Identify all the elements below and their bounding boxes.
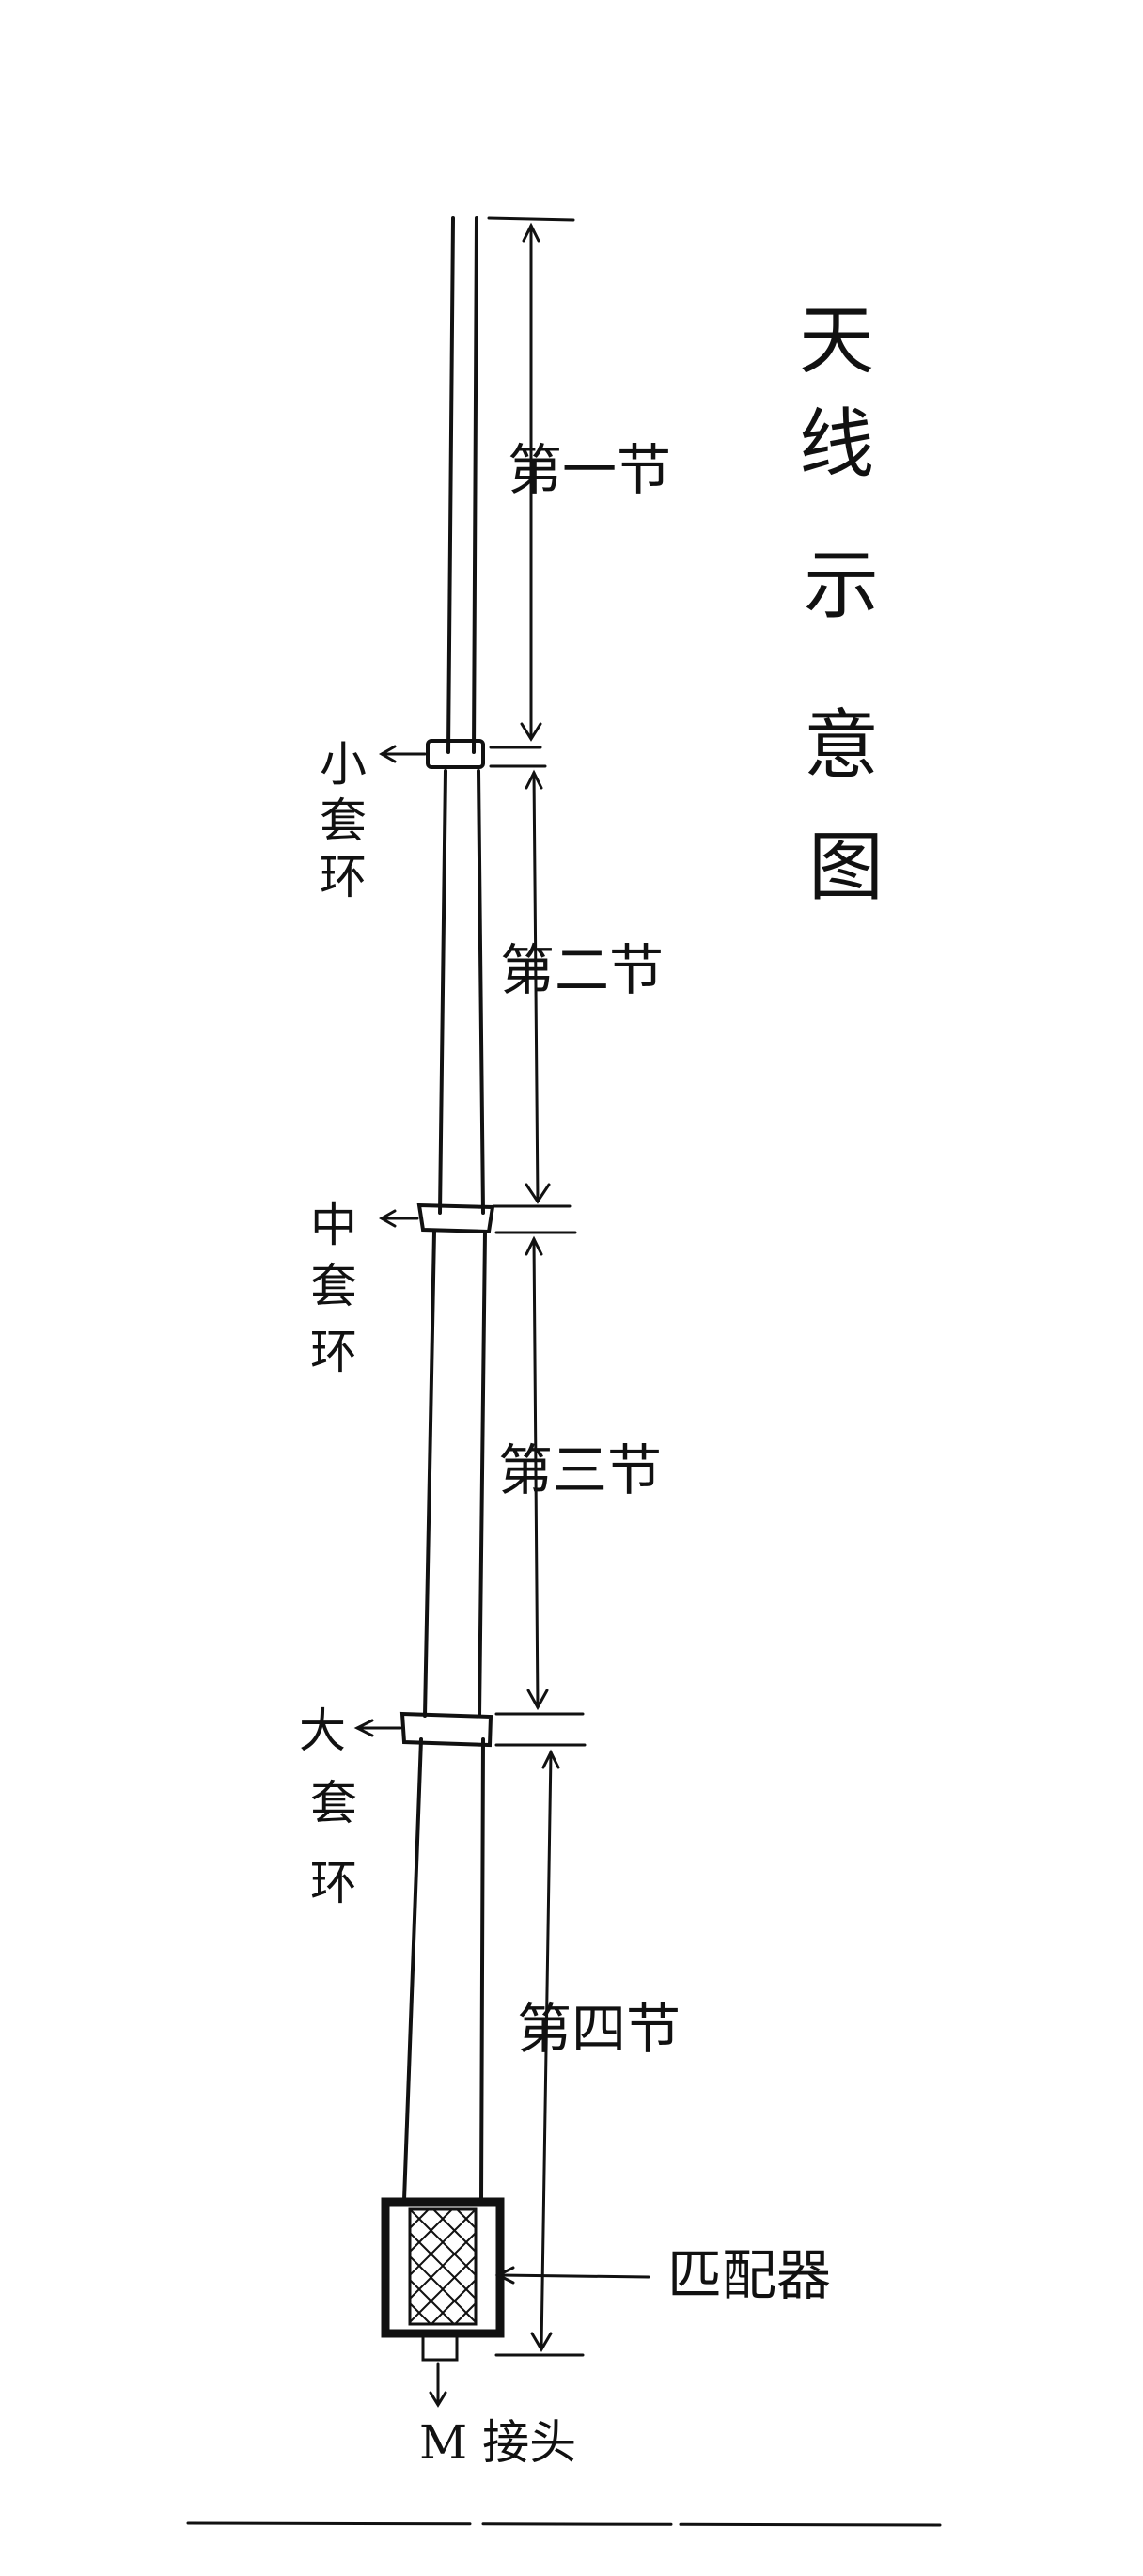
large-ring-label-1: 大: [299, 1704, 346, 1758]
section-1-right-edge: [472, 216, 478, 754]
dim-1-arrow-down: [520, 722, 542, 742]
small-ring-arrowhead: [378, 745, 397, 763]
section-1-left-edge: [446, 216, 455, 754]
dim-1-top-tick: [487, 216, 575, 222]
dim-4-arrow-down: [530, 2332, 553, 2352]
mast: [402, 216, 487, 2202]
section-3-label: 第三节: [498, 1438, 662, 1502]
section-1-label: 第一节: [508, 438, 671, 502]
dim-3-line: [532, 1237, 540, 1709]
section-4-left-edge: [402, 1737, 423, 2202]
title-char-1: 天: [799, 297, 874, 385]
section-3-right-edge: [478, 1230, 487, 1718]
title-char-3: 示: [804, 542, 879, 629]
middle-ring-label-2: 套: [310, 1259, 357, 1313]
large-ring-label: 大 套 环: [299, 1704, 357, 1910]
large-ring-arrowhead: [353, 1719, 374, 1737]
section-2-label: 第二节: [500, 938, 664, 1002]
large-ring-label-2: 套: [310, 1776, 357, 1830]
matcher-label: 匹配器: [667, 2243, 831, 2307]
dim-1-arrow-up: [522, 222, 540, 243]
matcher-crosshatch: [409, 2208, 477, 2325]
title: 天 线 示 意 图: [799, 297, 884, 911]
dim-3-arrow-up: [525, 1235, 543, 1256]
middle-ring-label-1: 中: [310, 1198, 357, 1252]
dimensions: [487, 216, 587, 2357]
middle-ring-label: 中 套 环: [310, 1198, 357, 1379]
ring-pointers: [353, 745, 427, 1737]
small-ring-label: 小 套 环: [320, 737, 367, 904]
section-3-left-edge: [423, 1230, 436, 1718]
section-2-right-edge: [477, 769, 485, 1215]
section-2-left-edge: [438, 769, 447, 1215]
matcher-arrowhead: [494, 2266, 515, 2285]
dim-2-arrow-down: [525, 1183, 551, 1204]
dim-3-arrow-down: [526, 1689, 549, 1711]
matcher-pointer: [498, 2273, 650, 2279]
section-4-right-edge: [479, 1737, 485, 2202]
dim-4-arrow-up: [541, 1749, 560, 1769]
matcher-core: [408, 2207, 478, 2326]
title-char-4: 意: [804, 701, 879, 789]
bottom-rule: [186, 2521, 942, 2527]
dim-2-line: [532, 771, 540, 1202]
middle-ring-arrowhead: [378, 1209, 397, 1228]
matcher-housing: [381, 2197, 505, 2338]
small-ring: [426, 739, 485, 769]
connector-arrow-head: [429, 2391, 447, 2408]
matcher: [381, 2197, 505, 2408]
dim-4-line: [540, 1751, 553, 2350]
large-ring: [399, 1711, 493, 1748]
rings: [399, 739, 495, 1748]
section-4-label: 第四节: [517, 1997, 681, 2061]
small-ring-label-3: 环: [320, 850, 367, 904]
small-ring-label-2: 套: [320, 793, 367, 848]
small-ring-label-1: 小: [320, 737, 367, 792]
middle-ring: [416, 1202, 495, 1234]
middle-ring-label-3: 环: [310, 1325, 357, 1379]
title-char-2: 线: [799, 401, 874, 488]
dim-2-arrow-up: [525, 769, 543, 790]
title-char-5: 图: [808, 824, 884, 911]
connector-stub: [421, 2333, 459, 2362]
connector-label: M 接头: [419, 2415, 576, 2470]
large-ring-label-3: 环: [310, 1856, 357, 1910]
